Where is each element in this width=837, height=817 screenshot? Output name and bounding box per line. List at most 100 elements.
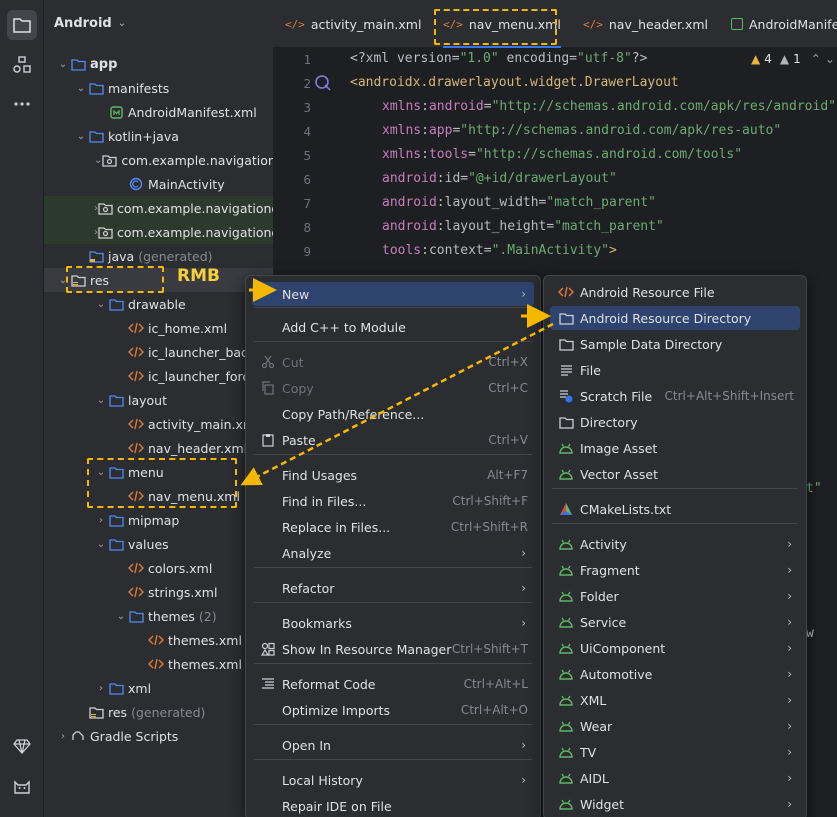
tree-item-nav-header-xml[interactable]: nav_header.xml [44, 436, 273, 460]
tree-item-xml[interactable]: ›xml [44, 676, 273, 700]
tree-item-mainactivity[interactable]: MainActivity [44, 172, 273, 196]
menu-item-add-c-to-module[interactable]: Add C++ to Module [252, 315, 534, 339]
tree-item-activity-main-xml[interactable]: activity_main.xml [44, 412, 273, 436]
structure-tool-button[interactable] [7, 50, 37, 80]
tab-nav-menu[interactable]: </> nav_menu.xml [443, 0, 561, 48]
tree-item-ic-home-xml[interactable]: ic_home.xml [44, 316, 273, 340]
inspection-widget[interactable]: ▲4 ▲1 ⌃ ⌄ [751, 52, 835, 66]
new-submenu-item-activity[interactable]: Activity› [550, 532, 800, 556]
tree-item-kotlin-java[interactable]: ⌄kotlin+java [44, 124, 273, 148]
new-submenu-item-xml[interactable]: XML› [550, 688, 800, 712]
chevron-down-icon[interactable]: ⌄ [58, 274, 68, 286]
tree-item-nav-menu-xml[interactable]: nav_menu.xml [44, 484, 273, 508]
tree-item-drawable[interactable]: ⌄drawable [44, 292, 273, 316]
tree-item-layout[interactable]: ⌄layout [44, 388, 273, 412]
new-submenu-item-automotive[interactable]: Automotive› [550, 662, 800, 686]
chevron-down-icon[interactable]: ⌄ [96, 394, 106, 406]
tree-item-mipmap[interactable]: ›mipmap [44, 508, 273, 532]
new-submenu-item-fragment[interactable]: Fragment› [550, 558, 800, 582]
menu-item-find-in-files[interactable]: Find in Files...Ctrl+Shift+F [252, 489, 534, 513]
tree-item-ic-launcher-backg[interactable]: ic_launcher_backg [44, 340, 273, 364]
android-cat-tool-button[interactable] [7, 771, 37, 801]
tree-item-androidmanifest-xml[interactable]: AndroidManifest.xml [44, 100, 273, 124]
tree-item-ic-launcher-foreg[interactable]: ic_launcher_foreg [44, 364, 273, 388]
tab-android-manifest[interactable]: AndroidManifes [731, 0, 837, 48]
menu-item-repair-ide-on-file[interactable]: Repair IDE on File [252, 794, 534, 817]
tree-item-colors-xml[interactable]: colors.xml [44, 556, 273, 580]
manifest-icon [108, 104, 124, 120]
tree-item-res[interactable]: ⌄ res [44, 268, 273, 292]
tab-nav-header[interactable]: </> nav_header.xml [583, 0, 708, 48]
chevron-right-icon[interactable]: › [99, 682, 103, 694]
new-submenu-item-vector-asset[interactable]: Vector Asset [550, 462, 800, 486]
new-submenu-item-uicomponent[interactable]: UiComponent› [550, 636, 800, 660]
new-submenu-item-widget[interactable]: Widget› [550, 792, 800, 816]
xml-file-icon: </> [443, 17, 463, 31]
tree-item-menu[interactable]: ⌄menu [44, 460, 273, 484]
new-submenu-item-folder[interactable]: Folder› [550, 584, 800, 608]
gemini-tool-button[interactable] [7, 731, 37, 761]
tree-item-gradle-scripts[interactable]: ›Gradle Scripts [44, 724, 273, 748]
chevron-down-icon[interactable]: ⌄ [96, 298, 106, 310]
new-submenu-item-sample-data-directory[interactable]: Sample Data Directory [550, 332, 800, 356]
tree-item-java[interactable]: java(generated) [44, 244, 273, 268]
new-submenu-item-android-resource-directory[interactable]: Android Resource Directory [550, 306, 800, 330]
new-submenu-item-tv[interactable]: TV› [550, 740, 800, 764]
chevron-down-icon[interactable]: ⌄ [76, 130, 86, 142]
chevron-down-icon[interactable]: ⌄ [94, 154, 103, 166]
tree-item-app[interactable]: ⌄app [44, 52, 273, 76]
tree-item-com-example-navigationdr[interactable]: ›com.example.navigationdr [44, 196, 273, 220]
new-submenu-item-wear[interactable]: Wear› [550, 714, 800, 738]
tree-item-themes[interactable]: ⌄themes(2) [44, 604, 273, 628]
chevron-down-icon[interactable]: ⌄ [116, 610, 126, 622]
menu-item-open-in[interactable]: Open In› [252, 733, 534, 757]
more-tools-button[interactable] [7, 89, 37, 119]
menu-item-local-history[interactable]: Local History› [252, 768, 534, 792]
tree-item-values[interactable]: ⌄values [44, 532, 273, 556]
chevron-right-icon[interactable]: › [99, 514, 103, 526]
chevron-down-icon[interactable]: ⌄ [76, 82, 86, 94]
new-submenu-item-file[interactable]: File [550, 358, 800, 382]
menu-item-copy-path-reference[interactable]: Copy Path/Reference... [252, 402, 534, 426]
new-submenu-item-image-asset[interactable]: Image Asset [550, 436, 800, 460]
new-submenu-item-service[interactable]: Service› [550, 610, 800, 634]
chevron-right-icon[interactable]: › [94, 226, 98, 238]
project-tool-button[interactable] [7, 10, 37, 40]
tree-item-themes-xml[interactable]: themes.xml [44, 628, 273, 652]
menu-separator [254, 724, 532, 725]
chevron-right-icon[interactable]: › [94, 202, 98, 214]
tree-item-strings-xml[interactable]: strings.xml [44, 580, 273, 604]
tree-item-label: res [90, 272, 110, 288]
tree-item-com-example-navigationdr[interactable]: ›com.example.navigationdr [44, 220, 273, 244]
menu-item-replace-in-files[interactable]: Replace in Files...Ctrl+Shift+R [252, 515, 534, 539]
tree-item-com-example-navigationdr[interactable]: ⌄com.example.navigationdr [44, 148, 273, 172]
menu-item-analyze[interactable]: Analyze› [252, 541, 534, 565]
chevron-right-icon[interactable]: › [61, 730, 65, 742]
chevron-down-icon[interactable]: ⌄ [58, 58, 68, 70]
tree-item-themes-xml[interactable]: themes.xml(n [44, 652, 273, 676]
tree-item-manifests[interactable]: ⌄manifests [44, 76, 273, 100]
tree-item-res[interactable]: res(generated) [44, 700, 273, 724]
chevron-down-icon[interactable]: ⌄ [96, 538, 106, 550]
chevron-down-icon[interactable]: ⌄ [96, 466, 106, 478]
tree-item-label: themes [148, 608, 195, 624]
new-submenu-item-android-resource-file[interactable]: Android Resource File [550, 280, 800, 304]
chevron-right-icon: › [521, 581, 526, 595]
menu-item-refactor[interactable]: Refactor› [252, 576, 534, 600]
new-submenu-item-aidl[interactable]: AIDL› [550, 766, 800, 790]
menu-item-bookmarks[interactable]: Bookmarks› [252, 611, 534, 635]
new-submenu-item-cmakelists-txt[interactable]: CMakeLists.txt [550, 497, 800, 521]
tab-activity-main[interactable]: </> activity_main.xml [285, 0, 421, 48]
project-view-selector[interactable]: Android ⌄ [54, 16, 126, 31]
new-submenu-item-directory[interactable]: Directory [550, 410, 800, 434]
menu-item-new[interactable]: New› [252, 282, 534, 306]
class-gutter-icon[interactable] [314, 74, 332, 92]
